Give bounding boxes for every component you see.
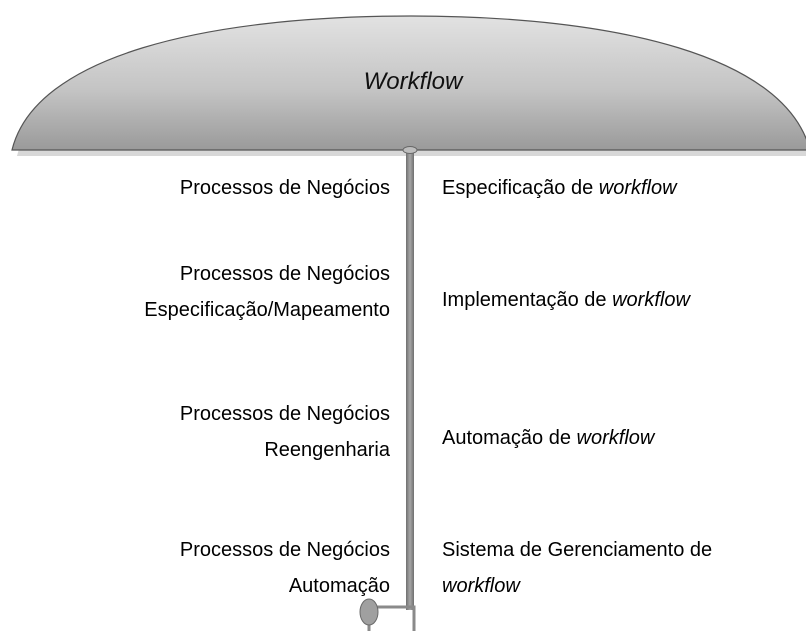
right-label-1-em: workflow bbox=[598, 177, 677, 199]
left-label-2-line-1: Processos de Negócios bbox=[179, 263, 390, 285]
umbrella-handle-knob bbox=[359, 598, 379, 626]
left-label-2-line-2: Especificação/Mapeamento bbox=[144, 299, 390, 321]
umbrella-pole bbox=[406, 148, 414, 610]
right-label-1: Especificação de workflow bbox=[442, 170, 677, 206]
right-label-3-em: workflow bbox=[576, 427, 655, 449]
right-label-1-text: Especificação de bbox=[442, 177, 599, 199]
left-label-4-line-2: Automação bbox=[288, 575, 390, 597]
left-label-1-line-1: Processos de Negócios bbox=[179, 177, 390, 199]
left-label-3: Processos de Negócios Reengenharia bbox=[180, 396, 390, 468]
right-label-4: Sistema de Gerenciamento de workflow bbox=[442, 532, 712, 604]
left-label-2: Processos de Negócios Especificação/Mape… bbox=[144, 256, 390, 328]
umbrella-canopy bbox=[11, 15, 806, 151]
left-label-4: Processos de Negócios Automação bbox=[180, 532, 390, 604]
left-label-1: Processos de Negócios bbox=[180, 170, 390, 206]
left-label-3-line-2: Reengenharia bbox=[264, 439, 390, 461]
right-label-4-text: Sistema de Gerenciamento de bbox=[442, 539, 713, 561]
right-label-2-em: workflow bbox=[612, 289, 690, 311]
right-label-3: Automação de workflow bbox=[442, 420, 654, 456]
right-label-4-em: workflow bbox=[442, 575, 520, 597]
right-label-2-text: Implementação de bbox=[442, 289, 613, 311]
diagram-title: Workflow bbox=[363, 68, 463, 95]
left-label-4-line-1: Processos de Negócios bbox=[179, 539, 390, 561]
right-label-2: Implementação de workflow bbox=[442, 282, 690, 318]
umbrella-pole-cap bbox=[402, 146, 418, 154]
left-label-3-line-1: Processos de Negócios bbox=[179, 403, 390, 425]
right-label-3-text: Automação de bbox=[442, 427, 577, 449]
